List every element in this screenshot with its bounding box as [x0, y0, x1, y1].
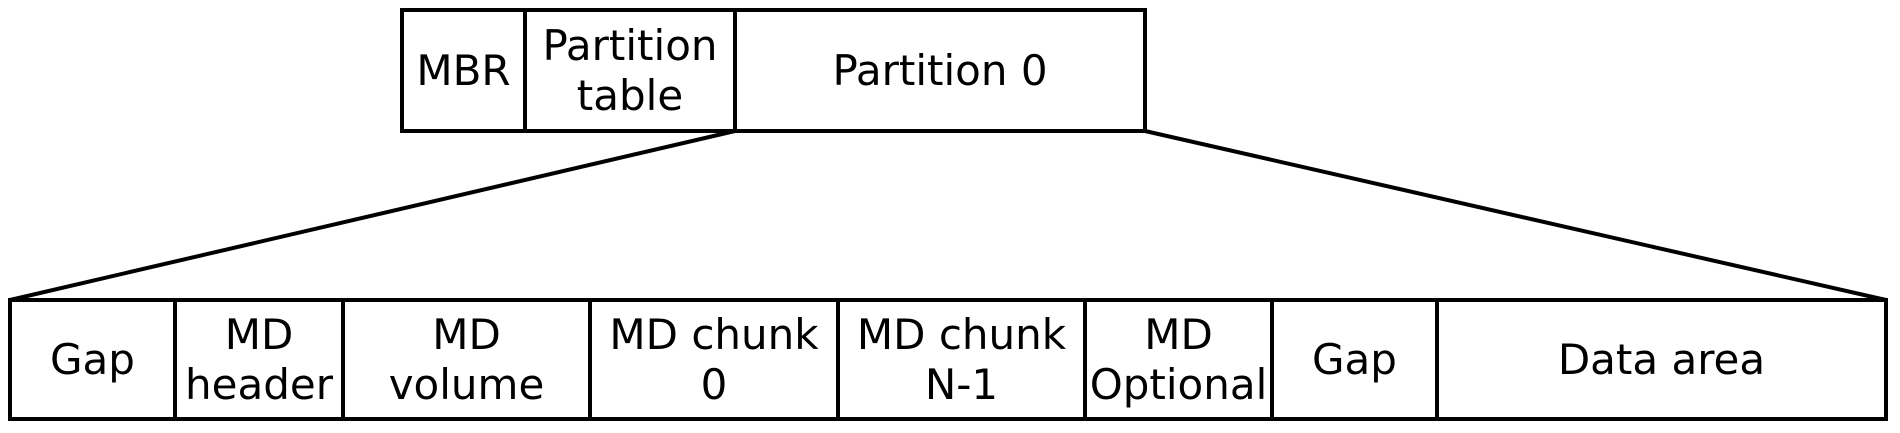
cell-partition-0: Partition 0 [832, 45, 1048, 95]
cell-data-area: Data area [1557, 334, 1766, 384]
cell-md-optional: MD Optional [1087, 302, 1274, 417]
cell-md-header: MD header [177, 302, 345, 417]
cell-md-chunk-n-1: MD chunk N-1 [840, 302, 1087, 417]
cell-gap-right: Gap [1274, 302, 1439, 417]
cell-gap-left: Gap [12, 302, 177, 417]
partition-0-expanded-row: Gap MD header MD volume MD chunk 0 MD ch… [8, 298, 1888, 421]
disk-top-row: MBR Partition table Partition 0 [400, 8, 1147, 133]
cell-md-chunk-0: MD chunk 0 [592, 302, 840, 417]
cell-mbr: MBR [404, 12, 527, 129]
cell-md-volume: MD volume [345, 302, 592, 417]
connector-line-right [1144, 129, 1887, 302]
cell-partition-table: Partition table [527, 12, 737, 129]
connector-line-left [9, 129, 736, 302]
